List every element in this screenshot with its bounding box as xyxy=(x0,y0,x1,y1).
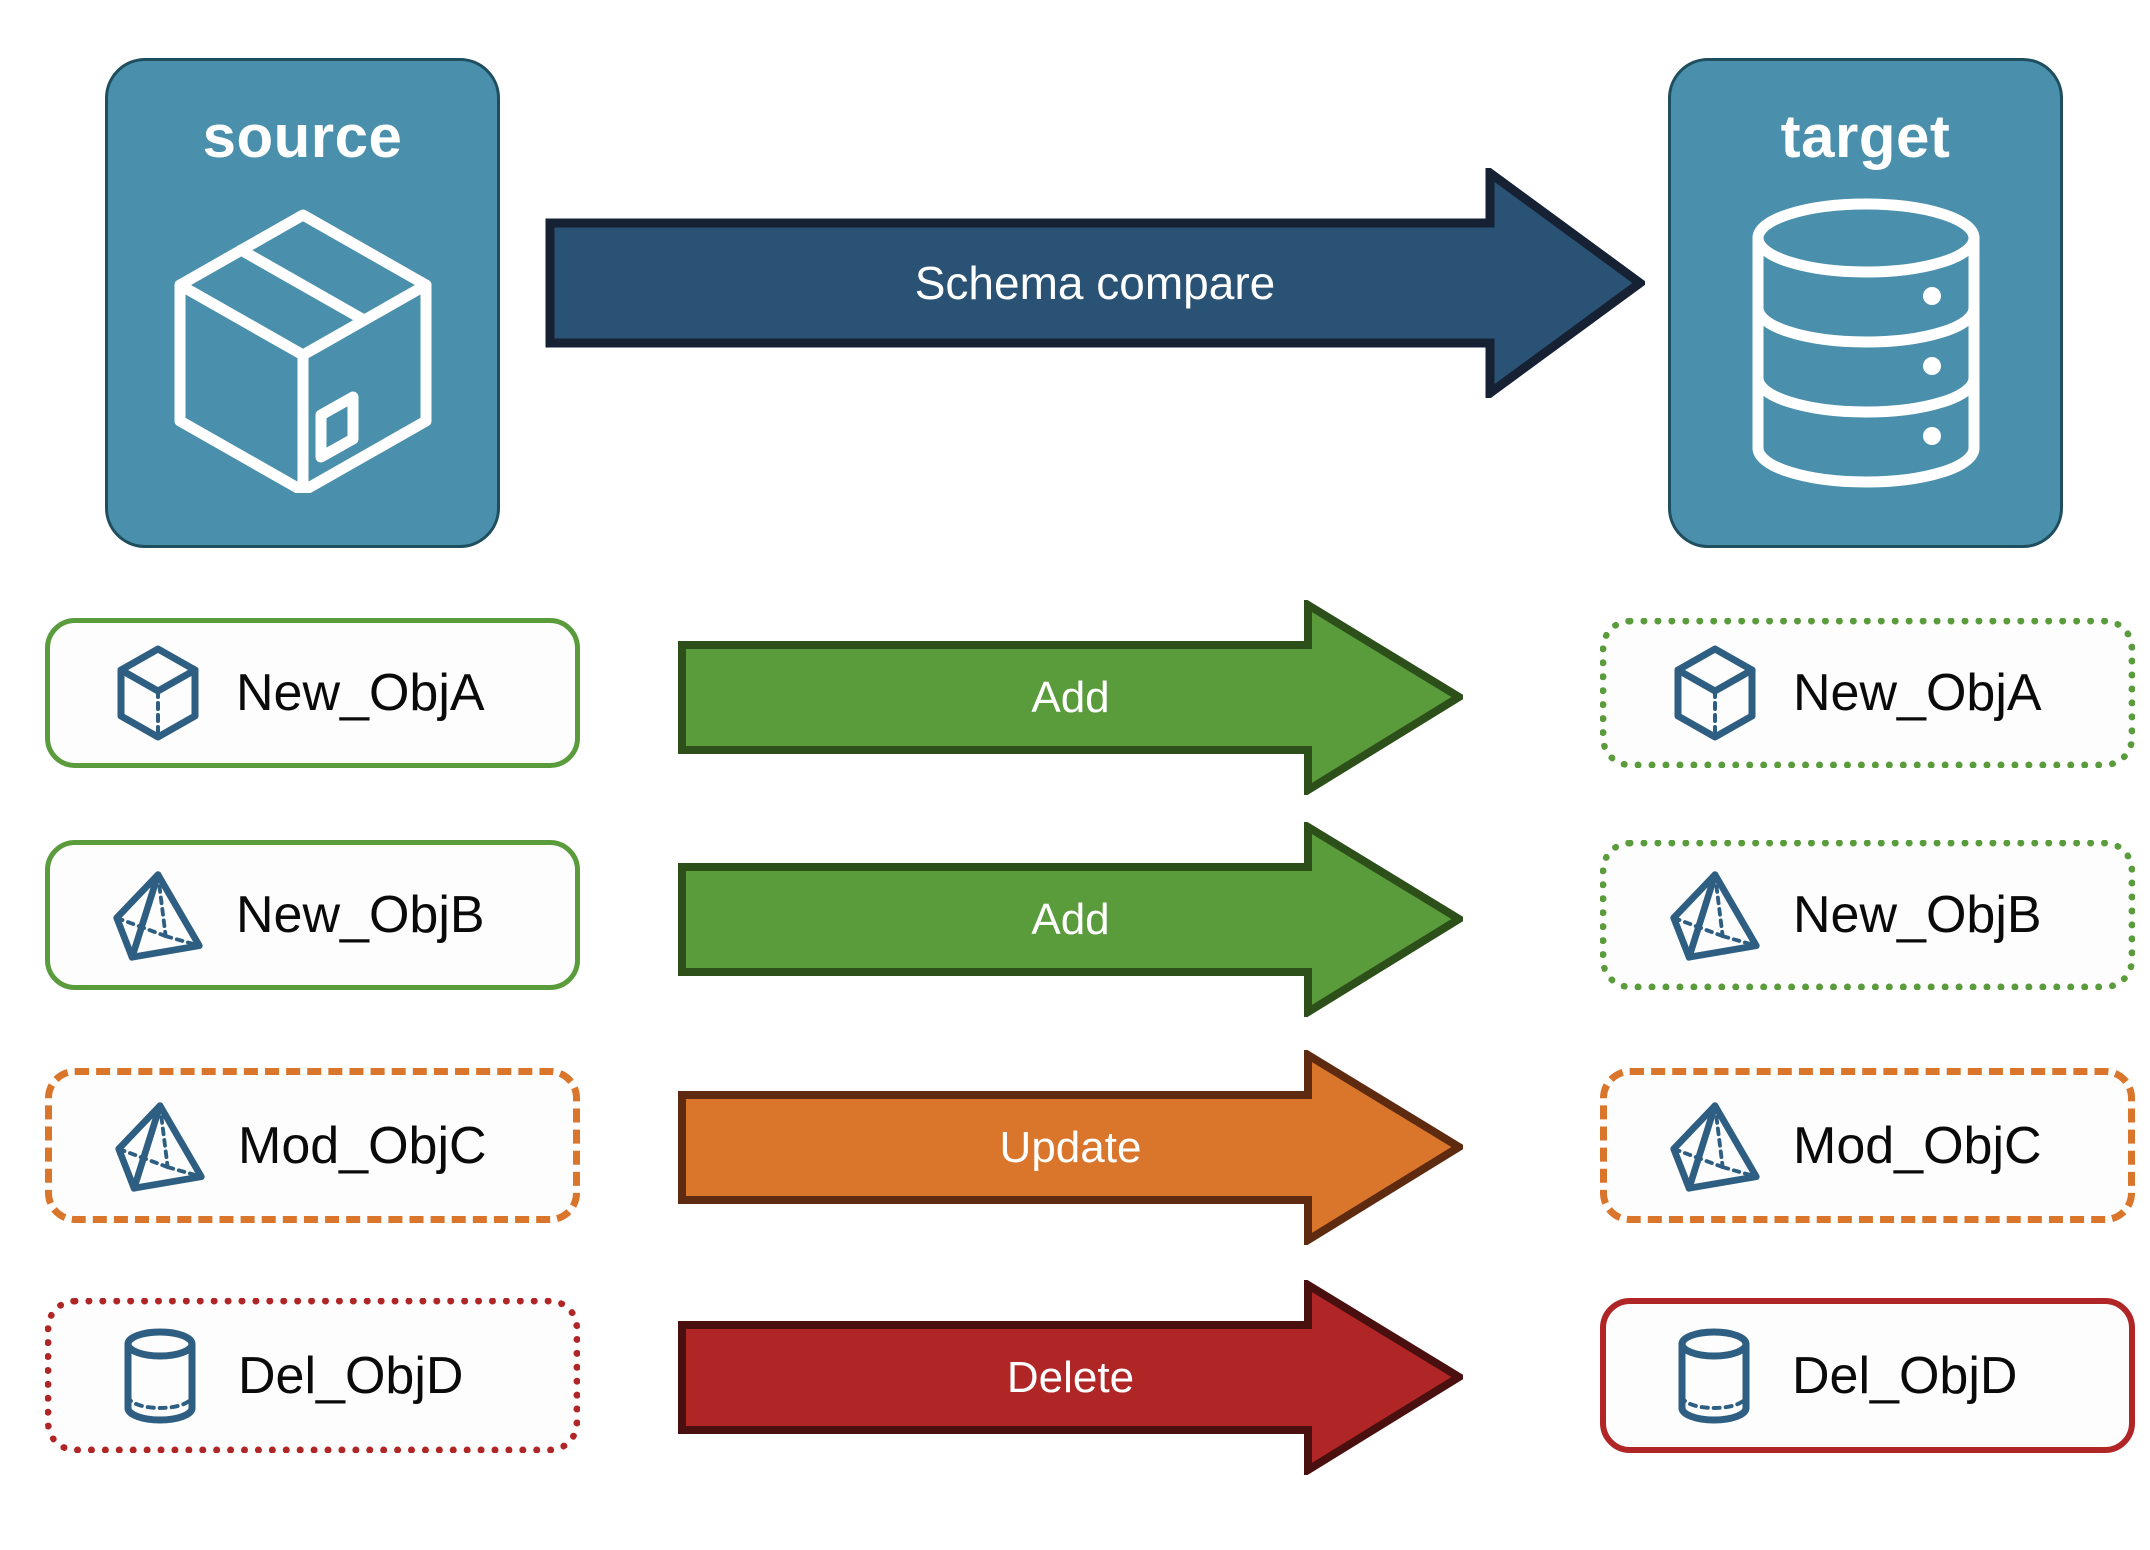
source-object-card[interactable]: Del_ObjD xyxy=(45,1298,580,1453)
add-arrow[interactable]: Add xyxy=(678,600,1463,795)
source-object-label: Mod_ObjC xyxy=(238,1116,487,1175)
delete-arrow-shape xyxy=(678,1280,1463,1475)
source-object-label: New_ObjA xyxy=(236,664,485,722)
wireframe-pyramid-icon xyxy=(112,1091,208,1201)
target-object-card[interactable]: Mod_ObjC xyxy=(1600,1068,2135,1223)
target-object-label: New_ObjA xyxy=(1793,664,2042,722)
delete-arrow[interactable]: Delete xyxy=(678,1280,1463,1475)
wireframe-pyramid-icon xyxy=(1667,860,1763,970)
database-cylinder-icon xyxy=(1736,193,1996,498)
update-arrow-shape xyxy=(678,1050,1463,1245)
wireframe-pyramid-icon xyxy=(1667,1091,1763,1201)
target-object-card[interactable]: New_ObjA xyxy=(1600,618,2135,768)
schema-compare-arrow: Schema compare xyxy=(545,168,1645,398)
target-object-card[interactable]: New_ObjB xyxy=(1600,840,2135,990)
package-box-icon xyxy=(158,193,448,498)
wireframe-cube-icon xyxy=(110,638,206,748)
target-object-card[interactable]: Del_ObjD xyxy=(1600,1298,2135,1453)
target-title: target xyxy=(1780,103,1951,170)
source-title: source xyxy=(202,103,403,170)
source-object-card[interactable]: Mod_ObjC xyxy=(45,1068,580,1223)
target-endpoint-card: target xyxy=(1668,58,2063,548)
update-arrow[interactable]: Update xyxy=(678,1050,1463,1245)
wireframe-cylinder-icon xyxy=(112,1321,208,1431)
add-arrow-shape xyxy=(678,822,1463,1017)
source-object-card[interactable]: New_ObjB xyxy=(45,840,580,990)
target-object-label: Mod_ObjC xyxy=(1793,1116,2042,1175)
source-object-label: Del_ObjD xyxy=(238,1346,464,1405)
wireframe-cube-icon xyxy=(1667,638,1763,748)
source-endpoint-card: source xyxy=(105,58,500,548)
add-arrow[interactable]: Add xyxy=(678,822,1463,1017)
add-arrow-shape xyxy=(678,600,1463,795)
schema-compare-arrow-shape xyxy=(545,168,1645,398)
source-object-card[interactable]: New_ObjA xyxy=(45,618,580,768)
target-object-label: Del_ObjD xyxy=(1792,1346,2018,1405)
wireframe-cylinder-icon xyxy=(1666,1321,1762,1431)
wireframe-pyramid-icon xyxy=(110,860,206,970)
target-object-label: New_ObjB xyxy=(1793,886,2042,944)
source-object-label: New_ObjB xyxy=(236,886,485,944)
